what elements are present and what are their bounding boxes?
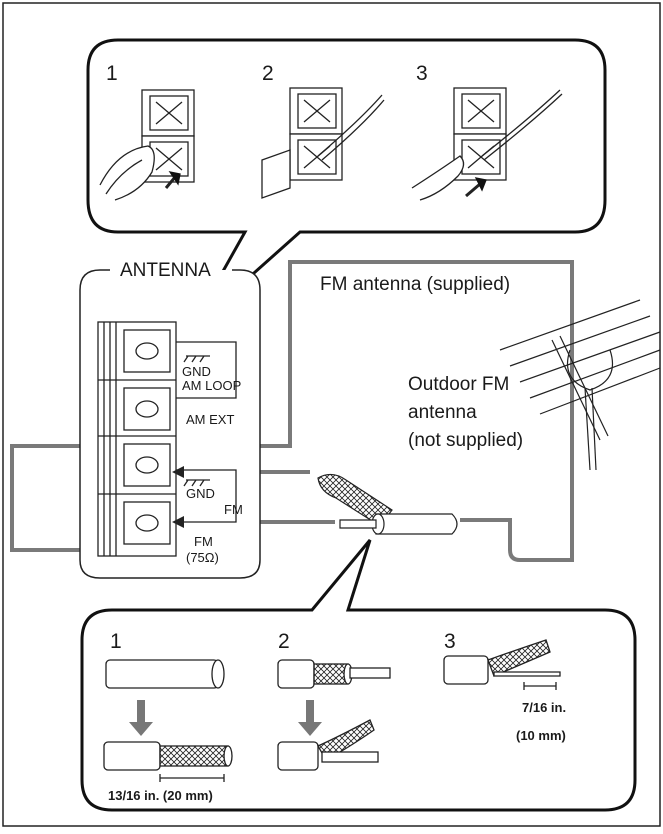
outdoor-antenna-icon (499, 299, 661, 471)
fm-antenna-label: FM antenna (supplied) (320, 274, 510, 295)
coax-cable (317, 473, 458, 535)
top-step-2: 2 (262, 62, 274, 85)
outdoor-antenna-line1: Outdoor FM (408, 374, 509, 395)
arrow-down-icon (129, 700, 153, 736)
impedance-label: (75Ω) (186, 550, 219, 565)
terminal-illustration-1 (99, 89, 195, 201)
fm-label-1: FM (224, 502, 243, 517)
bottom-step-2: 2 (278, 630, 290, 653)
gnd-label-2: GND (186, 486, 215, 501)
measure-step-3-a: 7/16 in. (522, 700, 566, 715)
bottom-step-3: 3 (444, 630, 456, 653)
measure-step-1: 13/16 in. (20 mm) (108, 788, 213, 803)
arrow-down-icon (298, 700, 322, 736)
am-loop-label: AM LOOP (182, 378, 241, 393)
cable-step-3 (443, 639, 561, 690)
measure-step-3-b: (10 mm) (516, 728, 566, 743)
gnd-label-1: GND (182, 364, 211, 379)
top-step-3: 3 (416, 62, 428, 85)
bottom-step-1: 1 (110, 630, 122, 653)
outdoor-antenna-line2: antenna (408, 402, 477, 423)
terminal-strip (97, 321, 177, 557)
top-step-1: 1 (106, 62, 118, 85)
fm-label-2: FM (194, 534, 213, 549)
bottom-callout: 1 2 3 (80, 539, 637, 812)
antenna-title: ANTENNA (120, 260, 211, 281)
terminal-illustration-2 (261, 87, 385, 199)
cable-step-2 (277, 659, 391, 771)
outdoor-antenna-line3: (not supplied) (408, 430, 523, 451)
terminal-illustration-3 (411, 87, 563, 201)
am-ext-label: AM EXT (186, 412, 234, 427)
cable-step-1 (103, 659, 233, 782)
top-callout: 1 2 3 (86, 38, 607, 332)
antenna-panel: ANTENNA GND AM LOOP AM (79, 260, 261, 579)
